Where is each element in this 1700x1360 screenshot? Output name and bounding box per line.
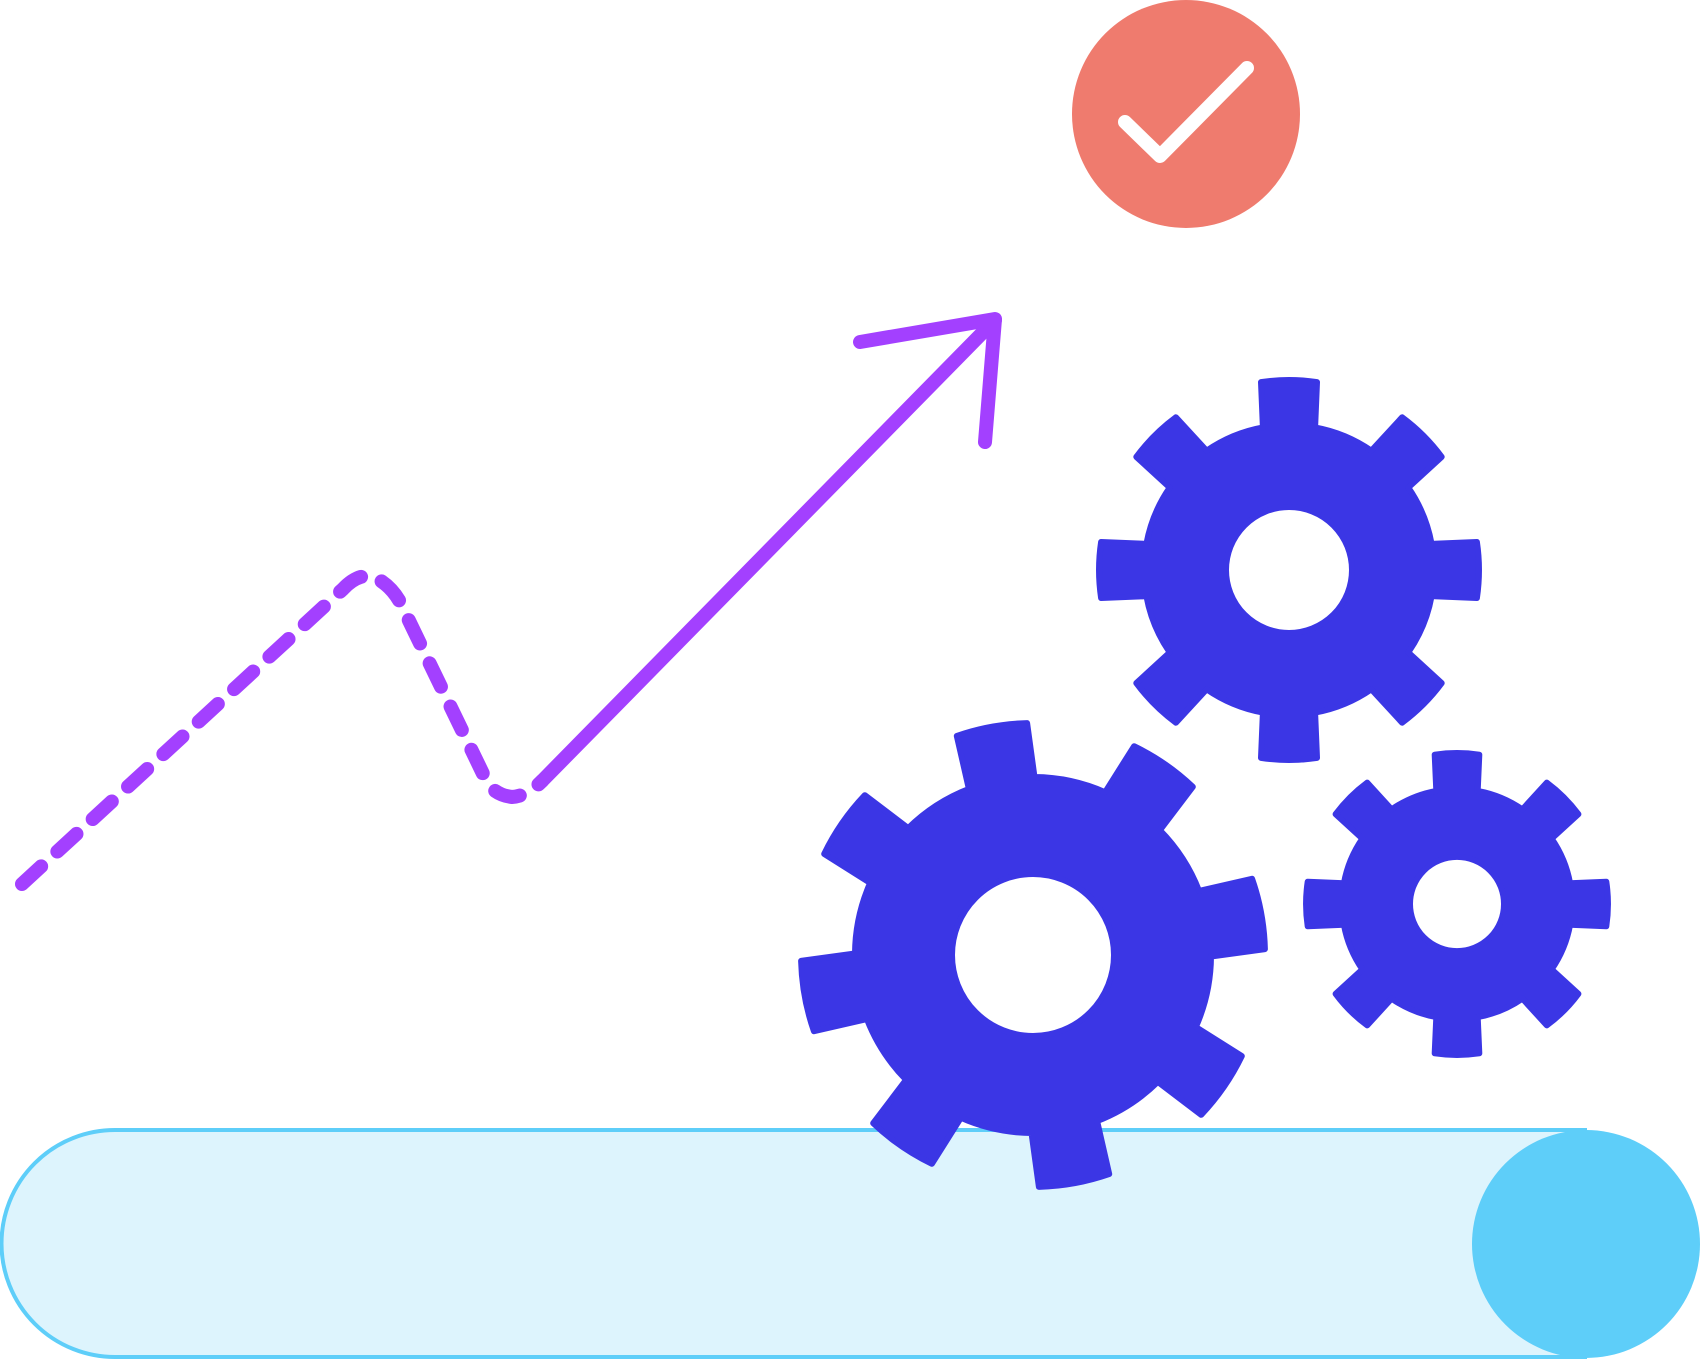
trend-dashed-line <box>15 568 549 891</box>
gear-top-icon <box>1096 377 1482 763</box>
check-mark <box>1118 61 1254 163</box>
check-badge-icon <box>1072 0 1300 228</box>
trend-arrow-shaft <box>535 313 1002 788</box>
cylinder-body <box>0 1128 1587 1359</box>
gear-group <box>798 377 1611 1190</box>
trend-line-icon <box>15 568 549 891</box>
cylinder-end <box>1472 1130 1700 1358</box>
gear-small-icon <box>1303 750 1611 1058</box>
gear-large-icon <box>798 720 1268 1190</box>
check-badge-circle <box>1072 0 1300 228</box>
cylinder-icon <box>0 1128 1700 1359</box>
trend-arrow-head <box>853 312 1002 449</box>
arrow-up-right-icon <box>535 312 1002 788</box>
